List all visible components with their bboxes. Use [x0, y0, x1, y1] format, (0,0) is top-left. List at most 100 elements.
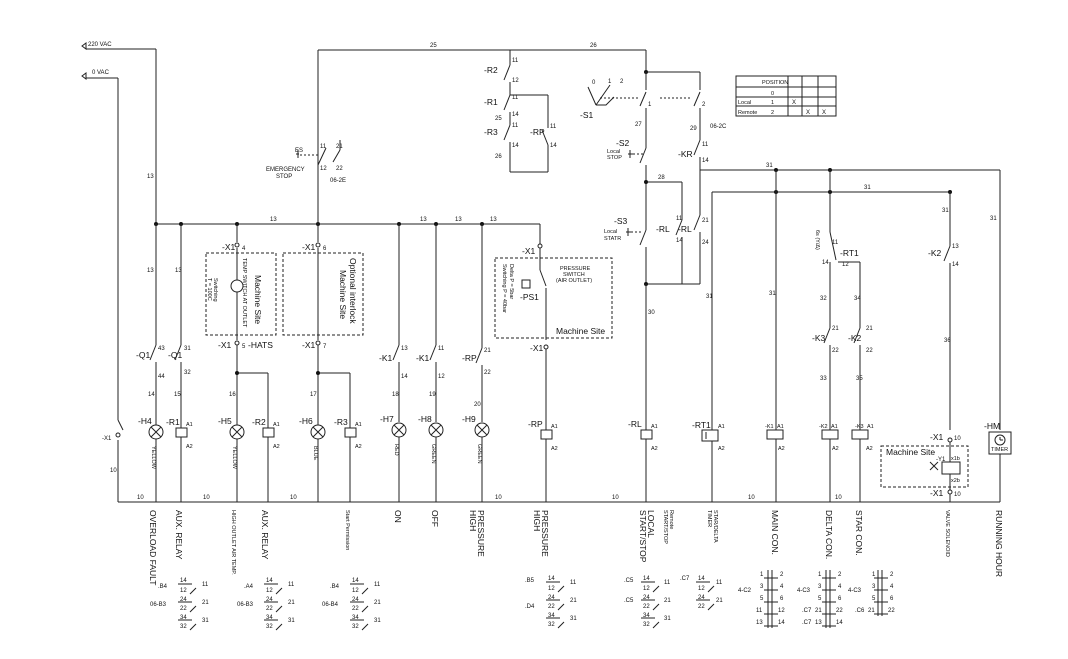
svg-text:26: 26	[495, 154, 502, 160]
svg-text:14: 14	[352, 578, 359, 584]
svg-text:14: 14	[266, 578, 273, 584]
svg-text:.C5: .C5	[624, 598, 634, 604]
svg-text:6: 6	[323, 246, 327, 252]
svg-text:.D4: .D4	[525, 604, 535, 610]
svg-text:4: 4	[780, 584, 784, 590]
svg-text:12: 12	[548, 586, 555, 592]
svg-text:11: 11	[374, 582, 381, 588]
svg-text:-X1: -X1	[930, 488, 944, 498]
svg-text:A1: A1	[831, 424, 838, 430]
svg-text:06-2E: 06-2E	[330, 178, 346, 184]
svg-text:11: 11	[550, 124, 557, 130]
svg-text:(AIR OUTLET): (AIR OUTLET)	[556, 278, 592, 284]
svg-text:20: 20	[474, 402, 481, 408]
svg-text:Start Permission: Start Permission	[344, 510, 350, 550]
svg-text:5: 5	[872, 596, 876, 602]
svg-text:Optional interlock: Optional interlock	[348, 258, 358, 324]
svg-text:1: 1	[818, 572, 822, 578]
svg-text:31: 31	[942, 208, 949, 214]
svg-text:44: 44	[158, 374, 165, 380]
svg-text:32: 32	[184, 370, 191, 376]
svg-text:3: 3	[872, 584, 876, 590]
svg-text:12: 12	[512, 78, 519, 84]
svg-text:1: 1	[648, 102, 652, 108]
svg-text:22: 22	[832, 348, 839, 354]
svg-text:-X1: -X1	[930, 432, 944, 442]
svg-text:-K1: -K1	[416, 353, 430, 363]
svg-text:21: 21	[570, 598, 577, 604]
svg-text:0 VAC: 0 VAC	[92, 70, 110, 76]
svg-text:13: 13	[455, 217, 462, 223]
svg-text:AUX. RELAY: AUX. RELAY	[260, 510, 270, 560]
svg-text:06-2C: 06-2C	[710, 124, 727, 130]
svg-text:.C6: .C6	[855, 608, 865, 614]
svg-text:-Q1: -Q1	[168, 350, 182, 360]
svg-text:14: 14	[401, 374, 408, 380]
svg-text:Machine Site: Machine Site	[338, 270, 348, 319]
svg-text:Delta P = 5bar: Delta P = 5bar	[508, 264, 514, 299]
svg-text:A2: A2	[651, 446, 658, 452]
svg-text:6: 6	[838, 596, 842, 602]
svg-text:PRESSURE: PRESSURE	[540, 510, 550, 557]
svg-text:21: 21	[288, 600, 295, 606]
svg-text:35: 35	[856, 376, 863, 382]
svg-text:.B4: .B4	[158, 584, 168, 590]
svg-text:A1: A1	[355, 422, 362, 428]
svg-text:-HATS: -HATS	[248, 340, 273, 350]
svg-text:34: 34	[352, 615, 359, 621]
svg-text:11: 11	[702, 142, 709, 148]
svg-text:12: 12	[698, 586, 705, 592]
svg-text:14: 14	[550, 143, 557, 149]
svg-text:.C7: .C7	[802, 608, 812, 614]
svg-text:Local: Local	[738, 100, 751, 106]
svg-text:6: 6	[780, 596, 784, 602]
svg-text:13: 13	[756, 620, 763, 626]
svg-text:13: 13	[952, 244, 959, 250]
svg-text:-RT1: -RT1	[840, 248, 859, 258]
terminal-x1-left: -X1	[102, 419, 124, 442]
svg-text:11: 11	[320, 144, 327, 150]
svg-text:10: 10	[203, 495, 210, 501]
svg-text:13: 13	[147, 268, 154, 274]
svg-text:Switching P = 40bar: Switching P = 40bar	[501, 264, 507, 313]
svg-text:OVERLOAD FAULT: OVERLOAD FAULT	[148, 510, 158, 585]
svg-text:HIGH OUTLET AIR TEMP.: HIGH OUTLET AIR TEMP.	[230, 510, 236, 575]
svg-text:29: 29	[690, 126, 697, 132]
svg-text:-X1: -X1	[302, 340, 316, 350]
svg-text:X: X	[792, 100, 796, 106]
svg-text:34: 34	[854, 296, 861, 302]
svg-text:22: 22	[866, 348, 873, 354]
svg-text:-K3: -K3	[812, 333, 826, 343]
svg-text:11: 11	[202, 582, 209, 588]
svg-text:10: 10	[110, 468, 117, 474]
svg-text:12: 12	[266, 588, 273, 594]
svg-text:21: 21	[336, 144, 343, 150]
svg-text:START/STOP: START/STOP	[638, 510, 648, 563]
svg-text:RUNNING HOUR: RUNNING HOUR	[994, 510, 1004, 577]
svg-text:A1: A1	[718, 424, 725, 430]
svg-text:19: 19	[429, 392, 436, 398]
svg-text:22: 22	[643, 604, 650, 610]
bottom-labels: OVERLOAD FAULT AUX. RELAY HIGH OUTLET AI…	[148, 510, 1004, 585]
svg-text:ON: ON	[393, 510, 403, 523]
svg-text:-PS1: -PS1	[520, 292, 539, 302]
svg-text:14: 14	[512, 112, 519, 118]
svg-text:2: 2	[890, 572, 894, 578]
svg-text:22: 22	[266, 606, 273, 612]
svg-text:-K2: -K2	[928, 248, 942, 258]
svg-text:Machine Site: Machine Site	[556, 326, 605, 336]
svg-text:-R1: -R1	[484, 97, 498, 107]
svg-text:220 VAC: 220 VAC	[88, 42, 112, 48]
svg-text:-R3: -R3	[484, 127, 498, 137]
svg-text:24: 24	[352, 597, 359, 603]
svg-text:Remote: Remote	[738, 110, 757, 116]
svg-text:.C7: .C7	[802, 620, 812, 626]
svg-text:GREEN: GREEN	[476, 444, 482, 464]
svg-text:Remote: Remote	[668, 510, 674, 529]
svg-text:12: 12	[842, 262, 849, 268]
svg-text:-H8: -H8	[418, 414, 432, 424]
svg-text:.B4: .B4	[330, 584, 340, 590]
svg-text:-R1: -R1	[166, 417, 180, 427]
